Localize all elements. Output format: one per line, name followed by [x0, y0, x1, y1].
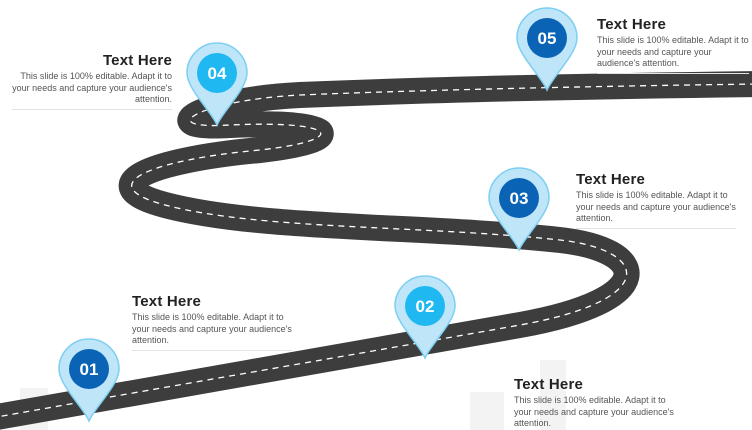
pin-inner [405, 286, 445, 326]
callout-body: This slide is 100% editable. Adapt it to… [597, 35, 749, 68]
pin-inner [69, 349, 109, 389]
map-pin-icon: 03 [488, 167, 550, 252]
callout-body: This slide is 100% editable. Adapt it to… [132, 312, 292, 345]
pins-layer: 01 02 03 04 05 [58, 7, 578, 423]
callout-title: Text Here [102, 52, 172, 69]
pin-number-3: 03 [510, 189, 529, 208]
callout-step-03: Text Here This slide is 100% editable. A… [576, 171, 736, 229]
callout-title: Text Here [576, 171, 646, 188]
pin-number-5: 05 [538, 29, 557, 48]
map-pin-icon: 02 [394, 275, 456, 360]
map-pin-icon: 01 [58, 338, 120, 423]
pin-inner [527, 18, 567, 58]
map-pin-icon: 05 [516, 7, 578, 92]
callout-title: Text Here [132, 293, 202, 310]
callout-divider [132, 349, 292, 351]
callout-step-05: Text Here This slide is 100% editable. A… [597, 16, 749, 74]
callout-title: Text Here [514, 376, 584, 393]
pin-number-2: 02 [416, 297, 435, 316]
callout-title: Text Here [597, 16, 667, 33]
callout-step-04: Text Here This slide is 100% editable. A… [12, 52, 172, 110]
callout-body: This slide is 100% editable. Adapt it to… [576, 190, 736, 223]
callout-divider [597, 72, 749, 74]
pin-number-4: 04 [208, 64, 227, 83]
background-skyline [20, 360, 566, 430]
callout-body: This slide is 100% editable. Adapt it to… [12, 71, 172, 104]
callout-divider [12, 108, 172, 110]
pin-inner [197, 53, 237, 93]
map-pin-icon: 04 [186, 42, 248, 127]
callout-divider [576, 227, 736, 229]
callout-step-01: Text Here This slide is 100% editable. A… [132, 293, 292, 351]
pin-inner [499, 178, 539, 218]
winding-road [0, 71, 752, 430]
callout-body: This slide is 100% editable. Adapt it to… [514, 395, 674, 428]
callout-step-02: Text Here This slide is 100% editable. A… [514, 376, 674, 430]
pin-number-1: 01 [80, 360, 99, 379]
